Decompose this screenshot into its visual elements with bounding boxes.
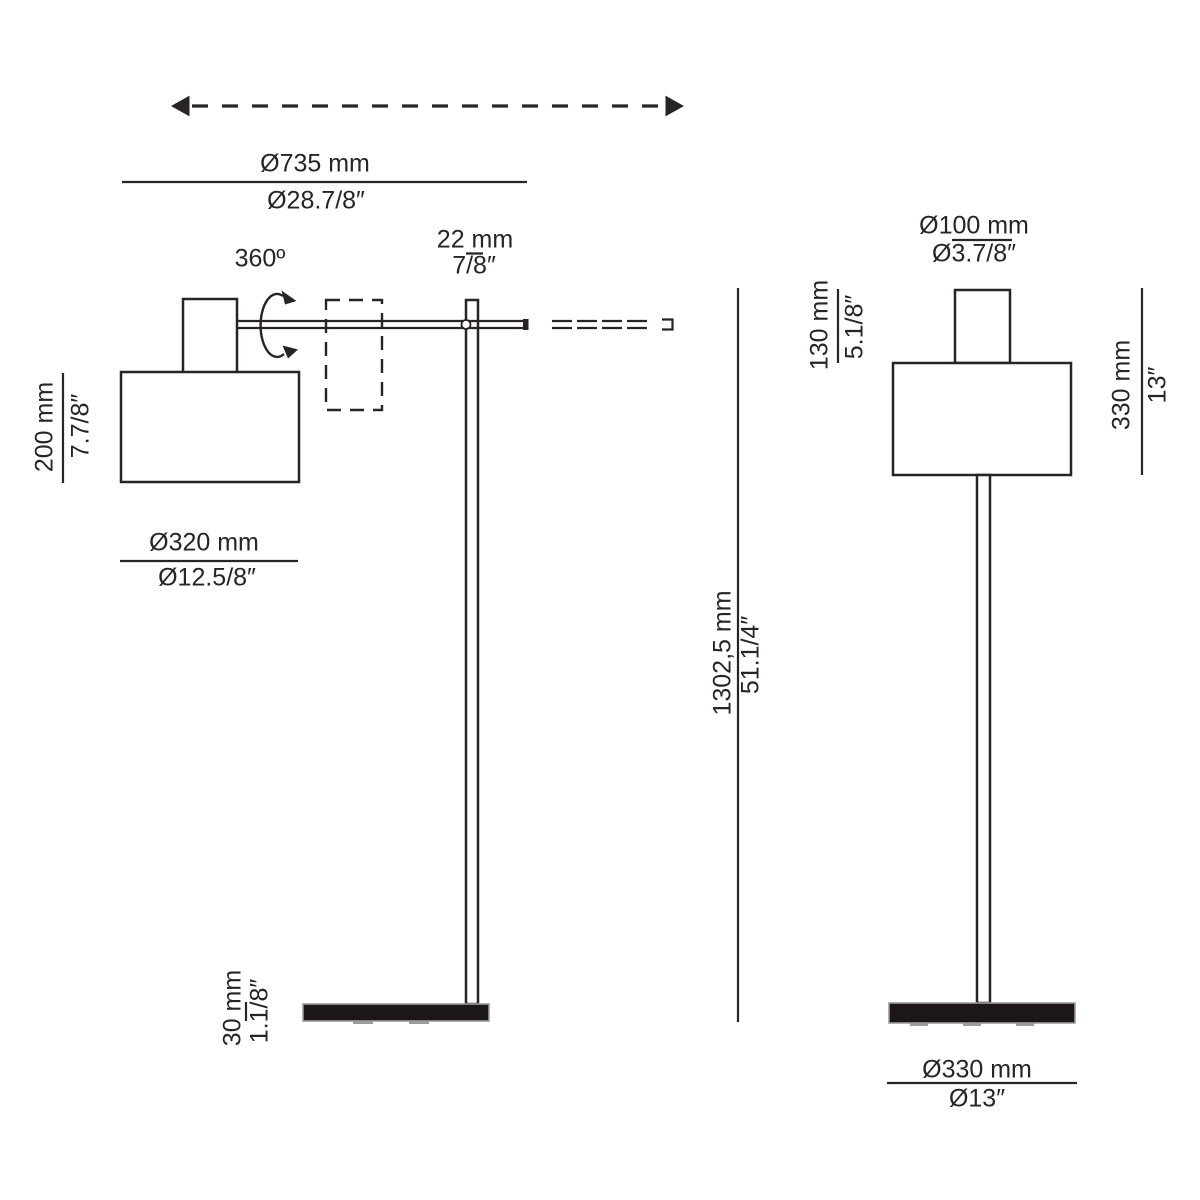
side-base (302, 1003, 490, 1022)
side-base-feet (353, 1021, 429, 1024)
reach-in-label: Ø28.7/8″ (267, 186, 365, 215)
side-view-lamp (119, 290, 674, 1024)
front-base-feet (910, 1023, 1034, 1026)
rotation-label: 360º (234, 244, 286, 273)
total-height-in-label: 51.1/4″ (736, 615, 765, 695)
head-height-mm-label: 330 mm (1107, 339, 1136, 431)
neck-height-mm-label: 130 mm (805, 279, 834, 371)
front-base (888, 1002, 1076, 1024)
side-pole (464, 298, 480, 1006)
front-view-lamp (888, 288, 1076, 1026)
base-dia-mm-label: Ø330 mm (922, 1055, 1032, 1084)
neck-dia-in-label: Ø3.7/8″ (932, 239, 1016, 268)
tube-mm-label: 22 mm (436, 225, 514, 254)
shade-dia-in-label: Ø12.5/8″ (158, 563, 256, 592)
side-neck (181, 297, 239, 375)
front-neck (953, 288, 1012, 365)
total-height-mm-label: 1302,5 mm (708, 590, 737, 716)
front-pole (975, 473, 992, 1005)
side-arm-endcap (523, 319, 529, 330)
head-height-in-label: 13″ (1143, 366, 1172, 404)
head-alt-position-dashed (324, 298, 384, 412)
rotation-arrow-icon (259, 290, 298, 359)
shade-height-mm-label: 200 mm (30, 381, 59, 473)
base-thickness-mm-label: 30 mm (218, 969, 247, 1047)
front-shade (891, 361, 1073, 477)
shade-dia-mm-label: Ø320 mm (149, 528, 259, 557)
arrow-left-icon (170, 95, 190, 117)
arm-extended-dashed (552, 318, 674, 331)
extension-range-arrow (170, 95, 685, 117)
side-shade (119, 370, 301, 484)
neck-height-in-label: 5.1/8″ (840, 294, 869, 360)
neck-dia-mm-label: Ø100 mm (919, 211, 1029, 240)
reach-mm-label: Ø735 mm (260, 149, 370, 178)
shade-height-in-label: 7.7/8″ (66, 393, 95, 459)
arrow-right-icon (665, 95, 685, 117)
base-thickness-in-label: 1.1/8″ (245, 978, 274, 1044)
tube-in-label: 7/8″ (452, 251, 496, 280)
base-dia-in-label: Ø13″ (948, 1084, 1006, 1113)
arm-pivot-joint (460, 319, 472, 330)
arm-extended-endbracket (662, 318, 674, 331)
